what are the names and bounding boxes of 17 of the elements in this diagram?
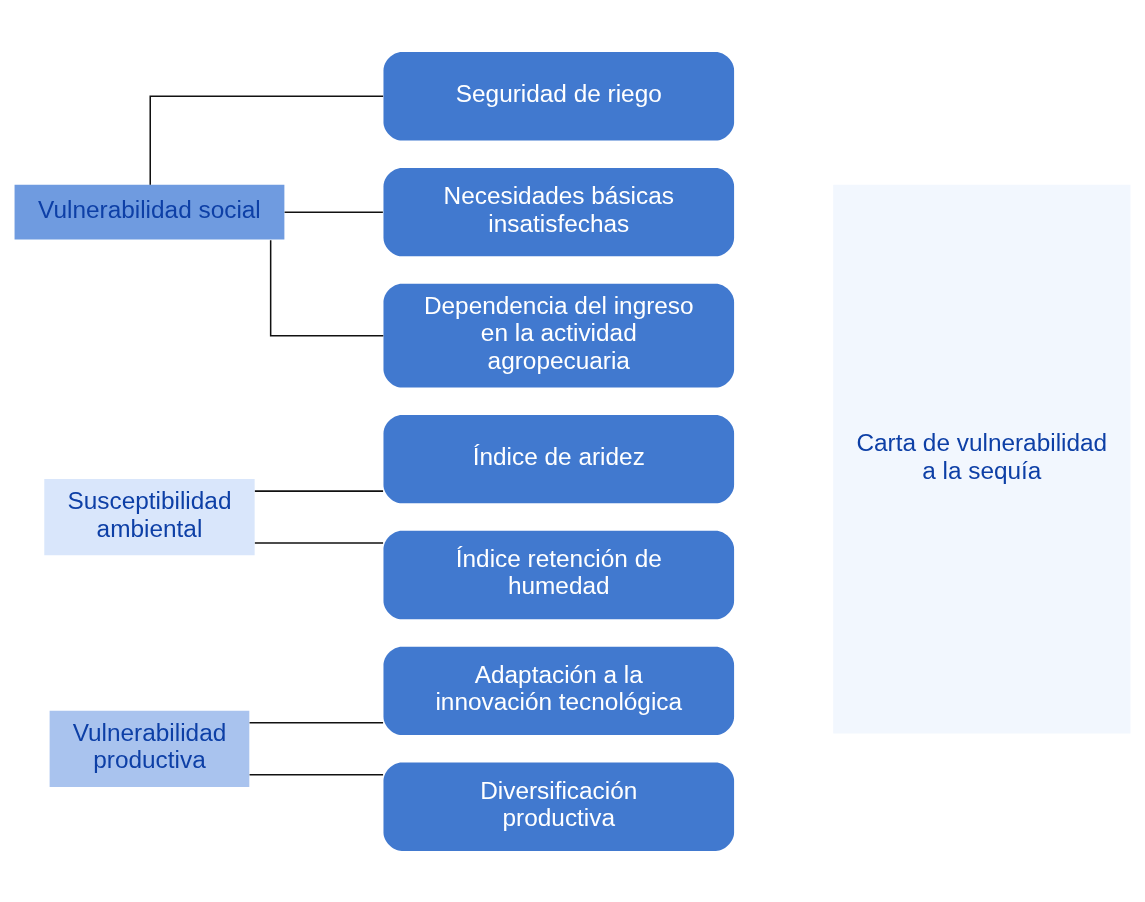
connector: [254, 541, 384, 544]
node-box: Diversificación productiva: [383, 762, 735, 851]
connector: [248, 721, 384, 724]
node-box: Necesidades básicas insatisfechas: [383, 167, 735, 256]
connector: [283, 210, 384, 213]
connector: [149, 95, 384, 185]
node-box: Dependencia del ingreso en la actividad agropecuaria: [383, 283, 735, 387]
node-box: Vulnerabilidad social: [14, 184, 285, 240]
connector: [269, 238, 385, 336]
connector: [248, 773, 384, 775]
node-box: Vulnerabilidad productiva: [49, 710, 250, 787]
connector: [254, 489, 384, 492]
node-box: Seguridad de riego: [383, 51, 735, 140]
node-box: Índice de aridez: [383, 414, 735, 503]
node-box: Adaptación a la innovación tecnológica: [383, 646, 735, 735]
node-box: Susceptibilidad ambiental: [44, 478, 255, 555]
node-box: Índice retención de humedad: [383, 530, 735, 619]
